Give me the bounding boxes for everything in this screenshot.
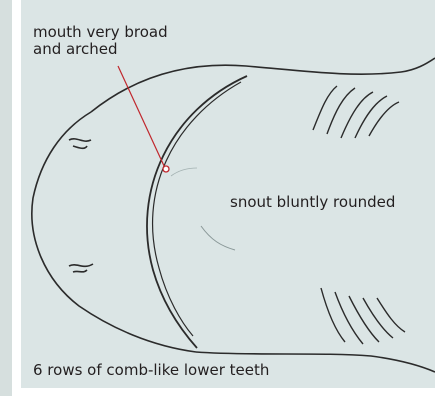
nostril-upper [69,139,91,148]
mouth-annotation: mouth very broad and arched [33,24,168,58]
mouth-arch-inner [153,82,241,336]
faint-contour-1 [201,226,235,250]
mouth-annotation-line1: mouth very broad [33,24,168,41]
snout-annotation: snout bluntly rounded [230,194,395,211]
gill-slits-lower [321,288,405,344]
gill-slits-upper [313,86,399,138]
body-outline-top [91,58,435,112]
mouth-pointer-marker [163,166,169,172]
mouth-annotation-line2: and arched [33,41,168,58]
adjacent-panel-edge [0,0,12,396]
mouth-arch-outer [147,76,247,348]
teeth-annotation: 6 rows of comb-like lower teeth [33,362,269,379]
head-outline [32,112,196,352]
nostril-lower [69,264,93,272]
faint-contour-2 [171,168,197,176]
illustration-panel: mouth very broad and arched snout bluntl… [21,0,435,388]
